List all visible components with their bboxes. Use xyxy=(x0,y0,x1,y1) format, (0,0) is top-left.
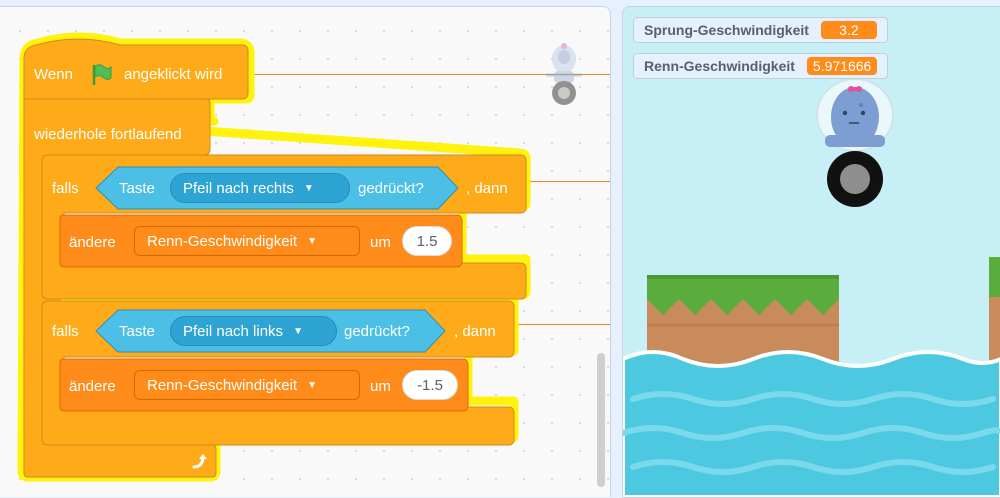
variable-dropdown[interactable]: Renn-Geschwindigkeit ▼ xyxy=(134,370,360,400)
chevron-down-icon: ▼ xyxy=(307,235,317,247)
hat-label-when: Wenn xyxy=(34,66,73,83)
chevron-down-icon: ▼ xyxy=(307,379,317,391)
variable-dropdown-value: Renn-Geschwindigkeit xyxy=(147,232,298,250)
stage[interactable]: Sprung-Geschwindigkeit 3.2 Renn-Geschwin… xyxy=(622,6,1000,498)
key-dropdown-value: Pfeil nach rechts xyxy=(183,179,294,197)
then-label: , dann xyxy=(466,180,508,197)
change-value-input[interactable]: 1.5 xyxy=(402,226,452,256)
key-dropdown[interactable]: Pfeil nach rechts ▼ xyxy=(170,173,350,203)
monitor-value: 5.971666 xyxy=(806,57,878,75)
by-label: um xyxy=(370,234,391,251)
chevron-down-icon: ▼ xyxy=(293,325,303,337)
sensing-key-label: Taste xyxy=(119,180,155,197)
variable-monitor[interactable]: Sprung-Geschwindigkeit 3.2 xyxy=(633,17,888,43)
then-label: , dann xyxy=(454,323,496,340)
variable-dropdown[interactable]: Renn-Geschwindigkeit ▼ xyxy=(134,226,360,256)
monitor-label: Renn-Geschwindigkeit xyxy=(644,58,795,74)
code-area[interactable]: Wenn angeklickt wird wiederhole fortlauf… xyxy=(0,6,611,497)
variable-monitor[interactable]: Renn-Geschwindigkeit 5.971666 xyxy=(633,53,889,79)
monitor-value: 3.2 xyxy=(820,21,877,39)
stage-backdrop xyxy=(623,7,1000,497)
key-dropdown[interactable]: Pfeil nach links ▼ xyxy=(170,316,337,346)
key-dropdown-value: Pfeil nach links xyxy=(183,322,284,340)
connector-line xyxy=(512,324,610,325)
sprite-thumbnail-icon xyxy=(546,43,582,105)
sensing-pressed-label: gedrückt? xyxy=(344,323,410,340)
sensing-pressed-label: gedrückt? xyxy=(358,180,424,197)
forever-label: wiederhole fortlaufend xyxy=(34,126,182,143)
connector-line xyxy=(250,74,610,75)
loop-arrow-icon xyxy=(192,454,207,469)
hat-block-shape xyxy=(23,38,249,100)
if-label: falls xyxy=(52,323,79,340)
variable-dropdown-value: Renn-Geschwindigkeit xyxy=(147,376,298,394)
robot-sprite[interactable] xyxy=(805,77,905,207)
monitor-label: Sprung-Geschwindigkeit xyxy=(644,22,809,38)
hat-label-clicked: angeklickt wird xyxy=(124,66,223,83)
by-label: um xyxy=(370,378,391,395)
change-label: ändere xyxy=(69,234,116,251)
if-label: falls xyxy=(52,180,79,197)
vertical-scrollbar[interactable] xyxy=(597,353,605,487)
change-label: ändere xyxy=(69,378,116,395)
connector-line xyxy=(525,181,610,182)
change-value-input[interactable]: -1.5 xyxy=(402,370,458,400)
green-flag-icon[interactable] xyxy=(90,63,114,87)
chevron-down-icon: ▼ xyxy=(303,182,314,194)
sensing-key-label: Taste xyxy=(119,323,155,340)
